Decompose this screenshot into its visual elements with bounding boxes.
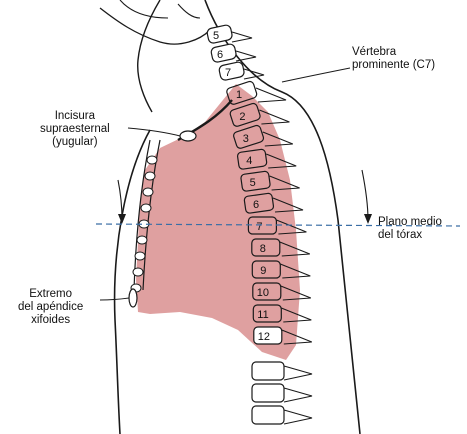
costal-cartilage (145, 172, 155, 180)
plane-arrowhead-left (118, 214, 126, 224)
thoracic-number: 8 (260, 243, 266, 255)
thoracic-number: 9 (260, 265, 266, 277)
cervical-number: 6 (217, 49, 223, 61)
costal-cartilage (147, 156, 157, 164)
thoracic-number: 5 (250, 177, 256, 189)
head-contour (120, 0, 200, 18)
thoracic-number: 6 (253, 199, 259, 211)
spinous-process (284, 410, 312, 424)
cervical-vertebra (210, 43, 237, 63)
lumbar-vertebra (252, 406, 284, 424)
spinous-process (256, 88, 286, 102)
neck-contour (138, 0, 160, 112)
notch-leader (128, 128, 180, 136)
lumbar-vertebra (252, 384, 284, 402)
clavicle-head (180, 131, 196, 141)
xiphoid-process (129, 289, 137, 307)
thoracic-number: 7 (256, 221, 262, 233)
cervical-vertebra (218, 61, 245, 81)
cervical-vertebra (206, 24, 233, 44)
costal-cartilage (137, 236, 147, 244)
plane-arrow-right (362, 170, 368, 220)
costal-cartilage (141, 204, 151, 212)
costal-cartilage (143, 188, 153, 196)
spinous-process (232, 32, 252, 42)
costal-cartilage (133, 268, 143, 276)
jaw-contour (100, 8, 210, 44)
spinous-process (284, 366, 312, 380)
thoracic-number: 12 (258, 331, 270, 343)
thoracic-number: 1 (236, 89, 242, 101)
cervical-number: 7 (225, 67, 231, 79)
cervical-number: 5 (213, 30, 219, 42)
spinous-process (284, 388, 312, 402)
costal-cartilage (135, 252, 145, 260)
lung-area (136, 84, 300, 360)
thoracic-number: 10 (257, 287, 269, 299)
plane-arrowhead-right (364, 214, 372, 224)
thoracic-number: 3 (243, 133, 249, 145)
thoracic-number: 4 (246, 155, 252, 167)
lumbar-vertebra (252, 362, 284, 380)
thoracic-number: 11 (257, 309, 268, 321)
thoracic-number: 2 (239, 111, 245, 123)
c7-leader (282, 68, 350, 82)
